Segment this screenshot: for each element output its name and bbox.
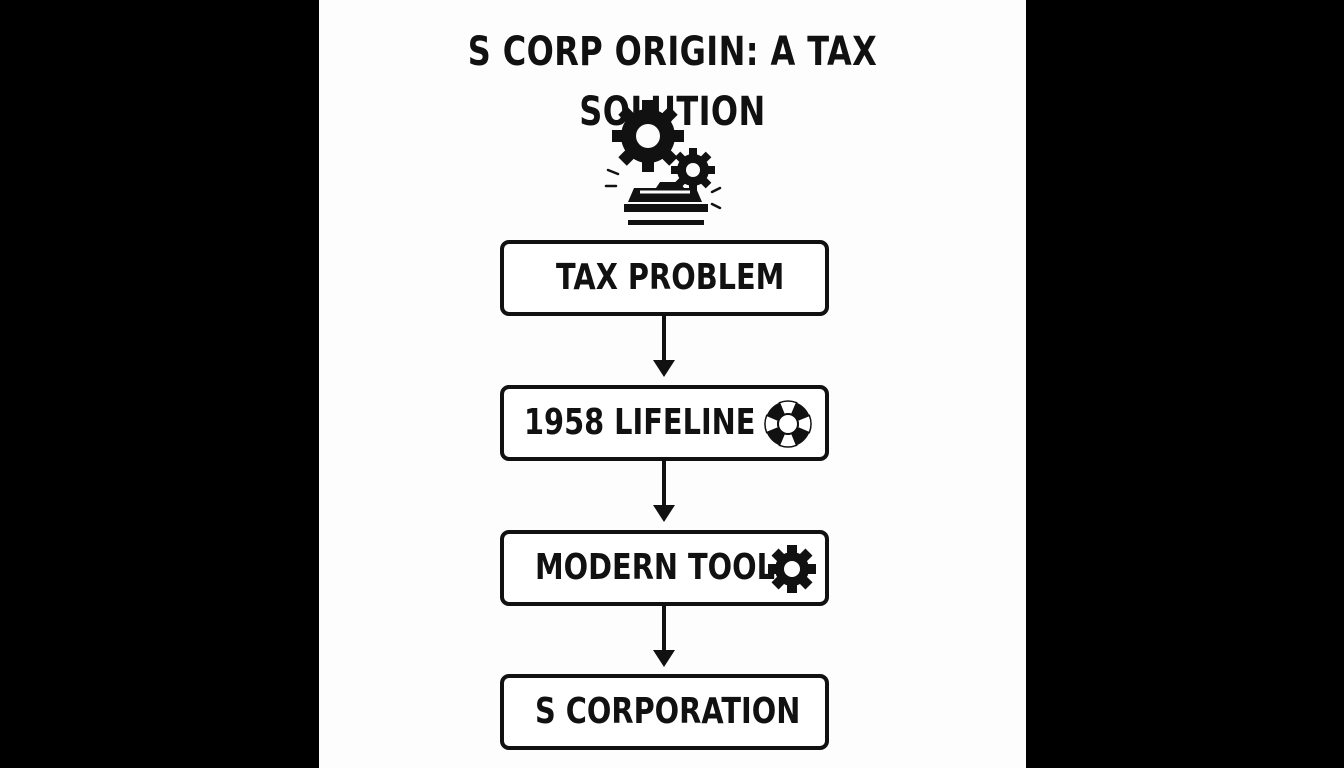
letterbox-left [0, 0, 319, 768]
diagram-title: S CORP ORIGIN: A TAX SOLUTION [467, 29, 878, 135]
lifebuoy-icon [764, 400, 812, 448]
gear-icon [768, 545, 816, 593]
step-1958-lifeline: 1958 LIFELINE [500, 385, 829, 461]
arrow-down-2 [653, 461, 675, 522]
arrow-down-1 [653, 316, 675, 377]
step-modern-tool: MODERN TOOL [500, 530, 829, 606]
step-label: 1958 LIFELINE [524, 402, 756, 443]
step-label: S CORPORATION [535, 691, 801, 732]
step-tax-problem: TAX PROBLEM [500, 240, 829, 316]
diagram-canvas: S CORP ORIGIN: A TAX SOLUTION [319, 0, 1026, 768]
step-s-corporation: S CORPORATION [500, 674, 829, 750]
step-label: MODERN TOOL [535, 547, 775, 588]
gears-and-briefcase-icon [604, 100, 722, 225]
letterbox-right [1026, 0, 1344, 768]
step-label: TAX PROBLEM [556, 257, 785, 298]
arrow-down-3 [653, 606, 675, 667]
